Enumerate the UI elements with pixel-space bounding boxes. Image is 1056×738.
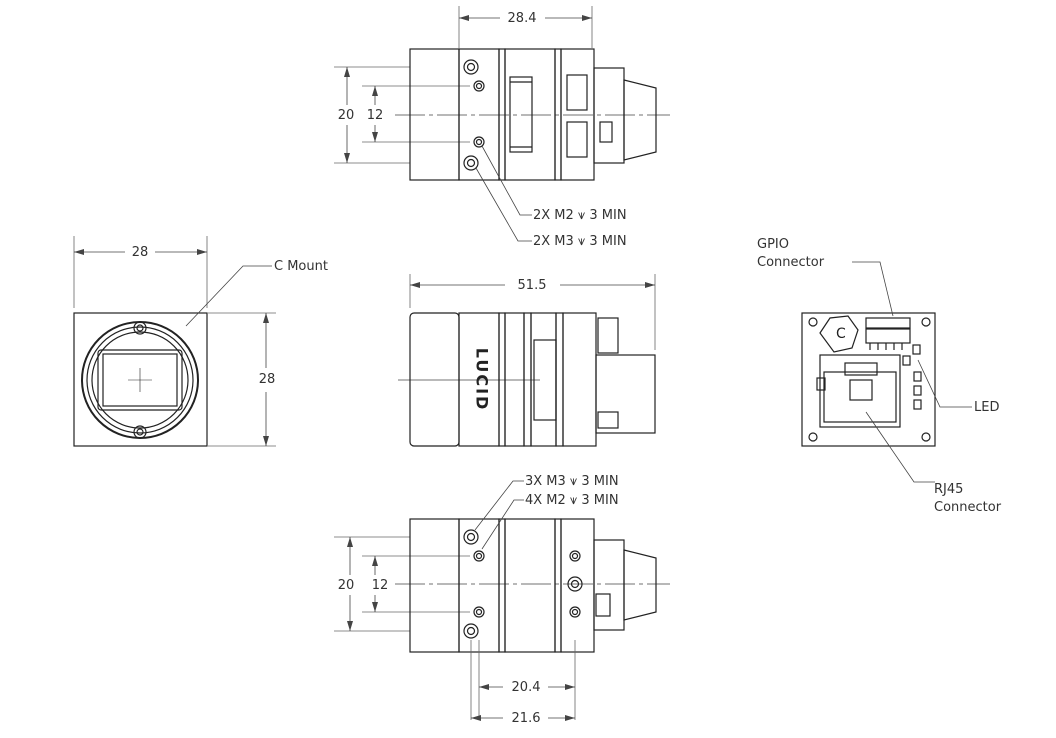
bottom-hole-m2-callout: 4X M2 ⩛ 3 MIN: [525, 493, 619, 508]
front-width-dim: 28: [131, 245, 149, 260]
top-height-inner-dim: 12: [366, 108, 384, 123]
top-height-outer-dim: 20: [337, 108, 355, 123]
bottom-height-outer-dim: 20: [337, 578, 355, 593]
svg-text:C: C: [836, 326, 846, 342]
top-view: [334, 6, 670, 242]
c-mount-callout: C Mount: [274, 259, 328, 274]
bottom-hole-m3-callout: 3X M3 ⩛ 3 MIN: [525, 474, 619, 489]
rj45-callout-line1: RJ45: [934, 482, 964, 497]
bottom-view: [334, 480, 670, 721]
bottom-spacing-b-dim: 21.6: [511, 711, 541, 726]
gpio-callout-line2: Connector: [757, 255, 825, 270]
front-view: [73, 236, 276, 447]
top-hole-m3-callout: 2X M3 ⩛ 3 MIN: [533, 234, 627, 249]
side-view: [398, 274, 656, 447]
top-hole-m2-callout: 2X M2 ⩛ 3 MIN: [533, 208, 627, 223]
side-length-dim: 51.5: [517, 278, 547, 293]
rj45-callout-line2: Connector: [934, 500, 1002, 515]
led-callout: LED: [974, 400, 1000, 415]
back-view: C: [801, 261, 972, 483]
top-width-dim: 28.4: [507, 11, 537, 26]
gpio-callout-line1: GPIO: [757, 237, 789, 252]
side-logo: LUCID: [472, 347, 492, 412]
bottom-height-inner-dim: 12: [371, 578, 389, 593]
front-height-dim: 28: [258, 372, 276, 387]
bottom-spacing-a-dim: 20.4: [511, 680, 541, 695]
